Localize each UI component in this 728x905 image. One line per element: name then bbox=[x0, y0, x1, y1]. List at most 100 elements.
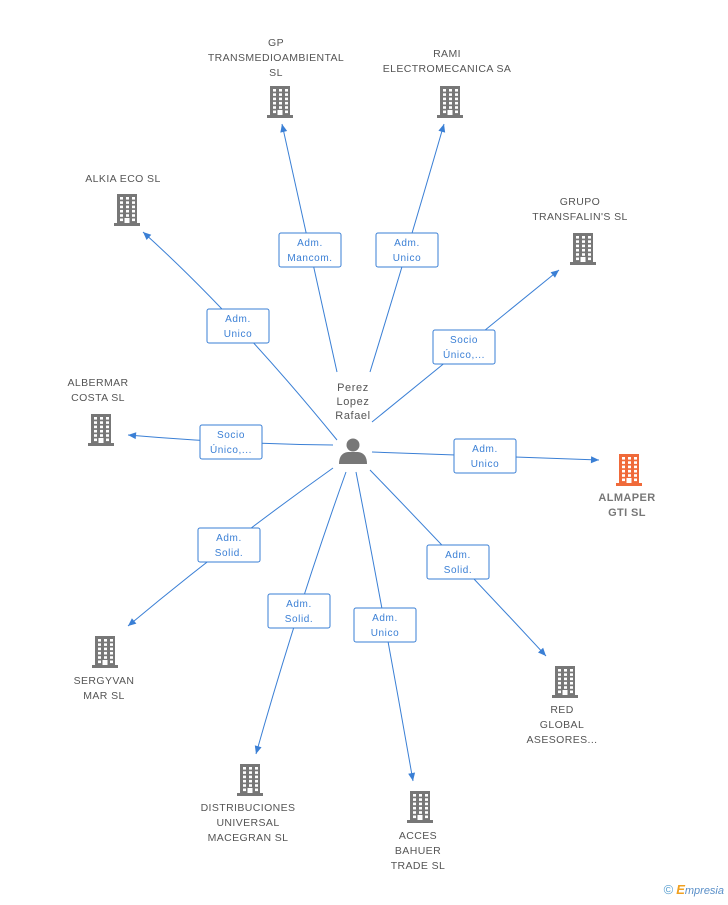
building-icon bbox=[616, 454, 642, 486]
company-name-line: ALMAPER bbox=[598, 492, 655, 504]
building-icon bbox=[552, 666, 578, 698]
nodes-layer: GPTRANSMEDIOAMBIENTALSLRAMIELECTROMECANI… bbox=[68, 37, 656, 872]
edge-label-box bbox=[453, 438, 517, 474]
edge-label-text: Mancom. bbox=[287, 253, 332, 264]
company-node-rami[interactable]: RAMI ELECTROMECANICA SA bbox=[383, 48, 512, 118]
company-name-line: MAR SL bbox=[83, 690, 125, 702]
edge-label-text: Unico bbox=[224, 329, 253, 340]
company-node-alkia[interactable]: ALKIA ECO SL bbox=[85, 173, 160, 226]
arrow-head-grupo bbox=[550, 270, 559, 278]
company-name-line: GRUPO bbox=[560, 196, 601, 208]
company-name-line: ALBERMAR bbox=[68, 377, 129, 389]
brand-initial: E bbox=[676, 882, 685, 897]
company-node-acces[interactable]: ACCES BAHUER TRADE SL bbox=[391, 791, 446, 872]
company-name-line: TRANSFALIN'S SL bbox=[532, 211, 628, 223]
edges-layer bbox=[127, 123, 600, 782]
building-icon bbox=[267, 86, 293, 118]
edge-label-text: Socio bbox=[450, 335, 478, 346]
edge-label-text: Solid. bbox=[215, 548, 244, 559]
arrow-head-distribuciones bbox=[254, 745, 262, 754]
edge-label-text: Unico bbox=[471, 459, 500, 470]
company-node-red[interactable]: REDGLOBALASESORES... bbox=[527, 666, 598, 746]
edge-label-sergyvan[interactable]: Adm. Solid. bbox=[197, 527, 261, 563]
arrow-head-alkia bbox=[143, 232, 152, 240]
company-name-line: ELECTROMECANICA SA bbox=[383, 63, 512, 75]
edge-label-albermar[interactable]: SocioÚnico,... bbox=[199, 424, 263, 460]
arrow-head-albermar bbox=[128, 432, 137, 440]
company-name-line: UNIVERSAL bbox=[216, 817, 279, 829]
edge-label-text: Único,... bbox=[210, 443, 252, 456]
edge-label-text: Adm. bbox=[225, 314, 251, 325]
edge-label-text: Adm. bbox=[445, 550, 471, 561]
building-icon bbox=[570, 233, 596, 265]
company-name-line: MACEGRAN SL bbox=[208, 832, 289, 844]
edge-label-text: Adm. bbox=[216, 533, 242, 544]
company-name-line: SERGYVAN bbox=[74, 675, 135, 687]
company-name-line: BAHUER bbox=[395, 845, 441, 857]
arrow-head-sergyvan bbox=[128, 618, 137, 626]
company-node-distribuciones[interactable]: DISTRIBUCIONES UNIVERSAL MACEGRAN SL bbox=[201, 764, 296, 844]
arrow-head-gp bbox=[280, 124, 288, 133]
brand-name: mpresia bbox=[684, 885, 724, 897]
company-name-line: DISTRIBUCIONES bbox=[201, 802, 296, 814]
edge-label-text: Único,... bbox=[443, 348, 485, 361]
building-icon bbox=[437, 86, 463, 118]
edge-label-rami[interactable]: Adm. Unico bbox=[375, 232, 439, 268]
edge-label-box bbox=[426, 544, 490, 580]
company-name-line: GLOBAL bbox=[540, 719, 584, 731]
edge-label-box bbox=[278, 232, 342, 268]
edge-label-text: Adm. bbox=[372, 613, 398, 624]
company-name-line: GTI SL bbox=[608, 507, 646, 519]
edge-label-distribuciones[interactable]: Adm. Solid. bbox=[267, 593, 331, 629]
company-name-line: ALKIA ECO SL bbox=[85, 173, 160, 185]
edge-label-text: Adm. bbox=[286, 599, 312, 610]
person-icon bbox=[339, 438, 367, 464]
building-icon bbox=[92, 636, 118, 668]
edge-label-text: Unico bbox=[393, 253, 422, 264]
company-name-line: TRANSMEDIOAMBIENTAL bbox=[208, 52, 344, 64]
arrow-head-red bbox=[537, 647, 546, 656]
edge-label-grupo[interactable]: SocioÚnico,... bbox=[432, 329, 496, 365]
company-name-line: TRADE SL bbox=[391, 860, 446, 872]
brand-watermark: ©Empresia bbox=[664, 882, 724, 897]
company-node-sergyvan[interactable]: SERGYVAN MAR SL bbox=[74, 636, 135, 702]
edge-label-acces[interactable]: Adm. Unico bbox=[353, 607, 417, 643]
building-icon bbox=[88, 414, 114, 446]
edge-label-text: Adm. bbox=[394, 238, 420, 249]
edge-labels-layer: Adm.Mancom.Adm.UnicoAdm.UnicoSocioÚnico,… bbox=[197, 232, 517, 643]
edge-label-text: Adm. bbox=[297, 238, 323, 249]
company-name-line: ASESORES... bbox=[527, 734, 598, 746]
copyright-symbol: © bbox=[663, 882, 674, 897]
edge-label-text: Socio bbox=[217, 430, 245, 441]
company-name-line: RAMI bbox=[433, 48, 461, 60]
edge-label-red[interactable]: Adm.Solid. bbox=[426, 544, 490, 580]
arrow-head-almaper bbox=[590, 456, 599, 464]
person-name-line: Lopez bbox=[337, 396, 370, 408]
person-name-line: Perez bbox=[337, 382, 369, 394]
company-node-albermar[interactable]: ALBERMAR COSTA SL bbox=[68, 377, 129, 446]
building-icon bbox=[407, 791, 433, 823]
edge-label-text: Solid. bbox=[285, 614, 314, 625]
edge-label-box bbox=[267, 593, 331, 629]
person-name-line: Rafael bbox=[335, 410, 370, 422]
building-icon bbox=[237, 764, 263, 796]
company-name-line: SL bbox=[269, 67, 283, 79]
edge-label-box bbox=[199, 424, 263, 460]
edge-label-text: Unico bbox=[371, 628, 400, 639]
edge-label-gp[interactable]: Adm. Mancom. bbox=[278, 232, 342, 268]
edge-label-alkia[interactable]: Adm. Unico bbox=[206, 308, 270, 344]
arrow-head-rami bbox=[438, 124, 446, 133]
arrow-head-acces bbox=[408, 772, 416, 781]
company-node-almaper[interactable]: ALMAPER GTI SL bbox=[598, 454, 655, 519]
edge-label-almaper[interactable]: Adm.Unico bbox=[453, 438, 517, 474]
company-name-line: COSTA SL bbox=[71, 392, 125, 404]
building-icon bbox=[114, 194, 140, 226]
company-name-line: ACCES bbox=[399, 830, 437, 842]
edge-label-box bbox=[353, 607, 417, 643]
edge-label-box bbox=[432, 329, 496, 365]
edge-label-box bbox=[197, 527, 261, 563]
company-node-grupo[interactable]: GRUPO TRANSFALIN'S SL bbox=[532, 196, 628, 265]
